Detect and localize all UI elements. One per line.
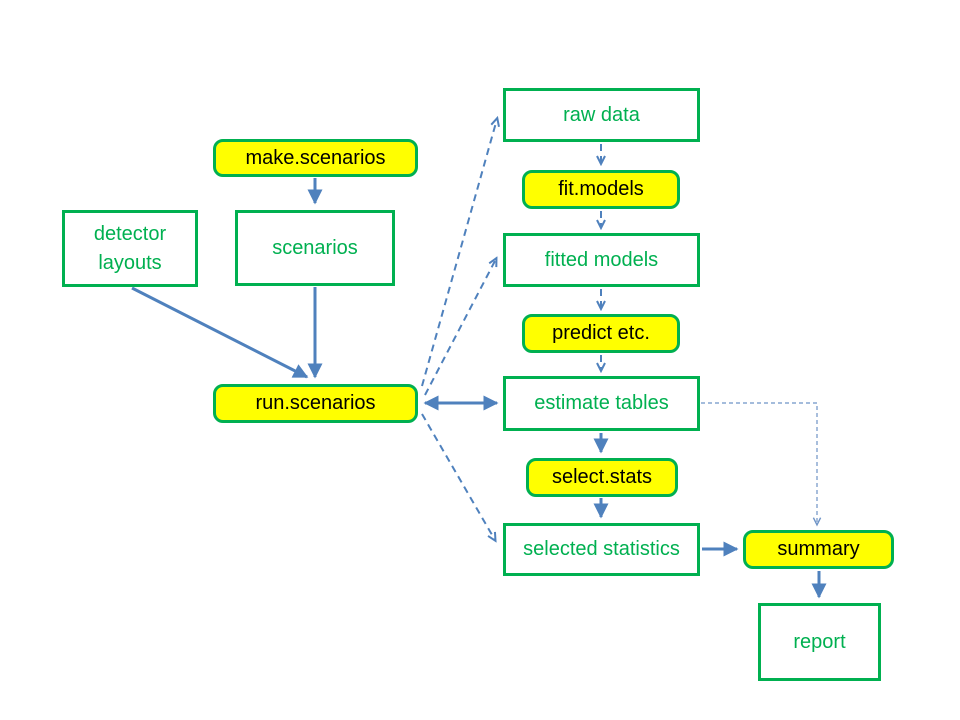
node-report-label: report xyxy=(793,630,846,653)
node-report: report xyxy=(758,603,881,681)
edge-run-scenarios-to-fitted-models xyxy=(424,259,496,396)
node-run-scenarios: run.scenarios xyxy=(213,384,418,423)
node-fit-models: fit.models xyxy=(522,170,680,209)
node-detector-layouts-label: detector layouts xyxy=(93,222,167,274)
node-select-stats-label: select.stats xyxy=(551,466,653,488)
node-selected-statistics-label: selected statistics xyxy=(523,538,680,560)
node-fit-models-label: fit.models xyxy=(558,178,644,200)
node-raw-data: raw data xyxy=(503,88,700,142)
node-make-scenarios-label: make.scenarios xyxy=(245,146,386,169)
edge-run-scenarios-to-raw-data xyxy=(421,119,497,387)
node-summary-label: summary xyxy=(777,538,860,560)
node-predict-etc: predict etc. xyxy=(522,314,680,353)
edge-run-scenarios-to-selected-statistics xyxy=(421,413,495,540)
node-predict-etc-label: predict etc. xyxy=(552,322,650,344)
node-raw-data-label: raw data xyxy=(563,103,640,126)
node-selected-statistics: selected statistics xyxy=(503,523,700,576)
node-scenarios: scenarios xyxy=(235,210,395,286)
node-summary: summary xyxy=(743,530,894,569)
edge-detector-layouts-to-run-scenarios xyxy=(131,286,309,379)
node-scenarios-label: scenarios xyxy=(272,236,358,259)
node-estimate-tables: estimate tables xyxy=(503,376,700,431)
edge-estimate-tables-to-summary xyxy=(701,402,822,527)
node-make-scenarios: make.scenarios xyxy=(213,139,418,177)
node-estimate-tables-label: estimate tables xyxy=(534,392,669,414)
node-detector-layouts: detector layouts xyxy=(62,210,198,287)
node-run-scenarios-label: run.scenarios xyxy=(255,392,376,414)
node-fitted-models-label: fitted models xyxy=(544,248,659,271)
node-select-stats: select.stats xyxy=(526,458,678,497)
node-fitted-models: fitted models xyxy=(503,233,700,287)
